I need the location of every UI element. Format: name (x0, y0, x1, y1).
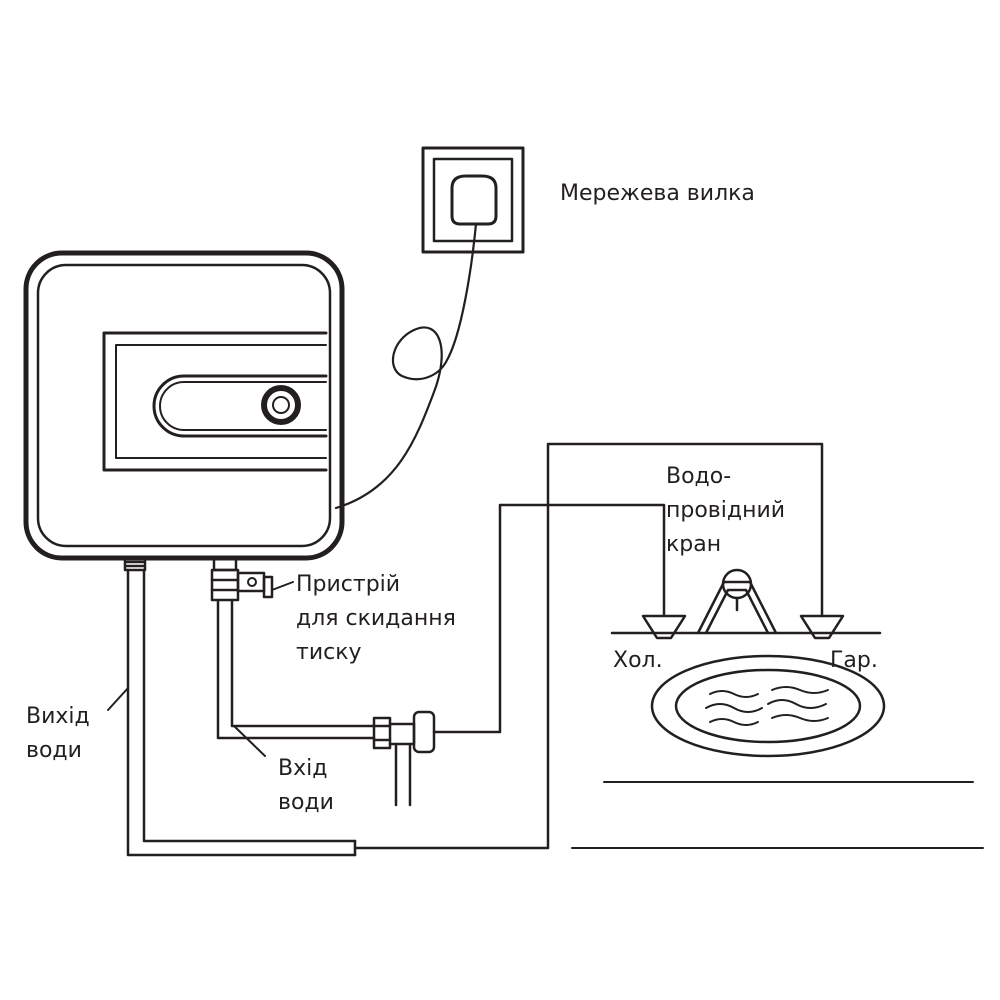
sink (650, 654, 886, 758)
hot-tap-icon (799, 614, 845, 640)
water-inlet-label: Вхід води (278, 752, 334, 820)
faucet-label: Водо- провідний кран (666, 460, 785, 562)
hot-water-pipe (126, 442, 824, 857)
pressure-relief-label-line: Пристрій (296, 572, 401, 597)
control-panel (102, 331, 328, 472)
pressure-relief-label: Пристрій для скидання тиску (296, 568, 456, 670)
faucet-label-line: Водо- (666, 464, 732, 489)
power-cord (334, 222, 478, 510)
cold-tap-icon (641, 614, 687, 640)
outlet-fitting (123, 556, 147, 572)
pressure-relief-label-line: для скидання (296, 606, 456, 631)
t-valve (372, 710, 436, 807)
water-outlet-label: Вихід води (26, 700, 90, 768)
water-outlet-label-line: води (26, 738, 82, 763)
water-heater (23, 250, 345, 561)
inlet-leader (233, 725, 266, 757)
cold-supply-line (432, 503, 666, 734)
mains-plug-label: Мережева вилка (560, 181, 755, 206)
cold-water-pipe (216, 598, 376, 740)
cold-label: Хол. (613, 648, 663, 673)
control-slot (152, 374, 328, 438)
wall-socket (421, 146, 525, 254)
hot-label: Гар. (830, 648, 878, 673)
outlet-leader (107, 687, 129, 711)
thermostat-knob-icon (261, 385, 301, 425)
faucet-label-line: кран (666, 532, 722, 557)
pressure-relief-label-line: тиску (296, 640, 362, 665)
faucet-label-line: провідний (666, 498, 786, 523)
plug-icon (450, 174, 498, 226)
water-inlet-label-line: Вхід (278, 756, 328, 781)
water-outlet-label-line: Вихід (26, 704, 90, 729)
water-inlet-label-line: води (278, 790, 334, 815)
pressure-relief-valve (210, 556, 274, 602)
faucet (610, 568, 882, 640)
relief-leader (271, 581, 294, 591)
